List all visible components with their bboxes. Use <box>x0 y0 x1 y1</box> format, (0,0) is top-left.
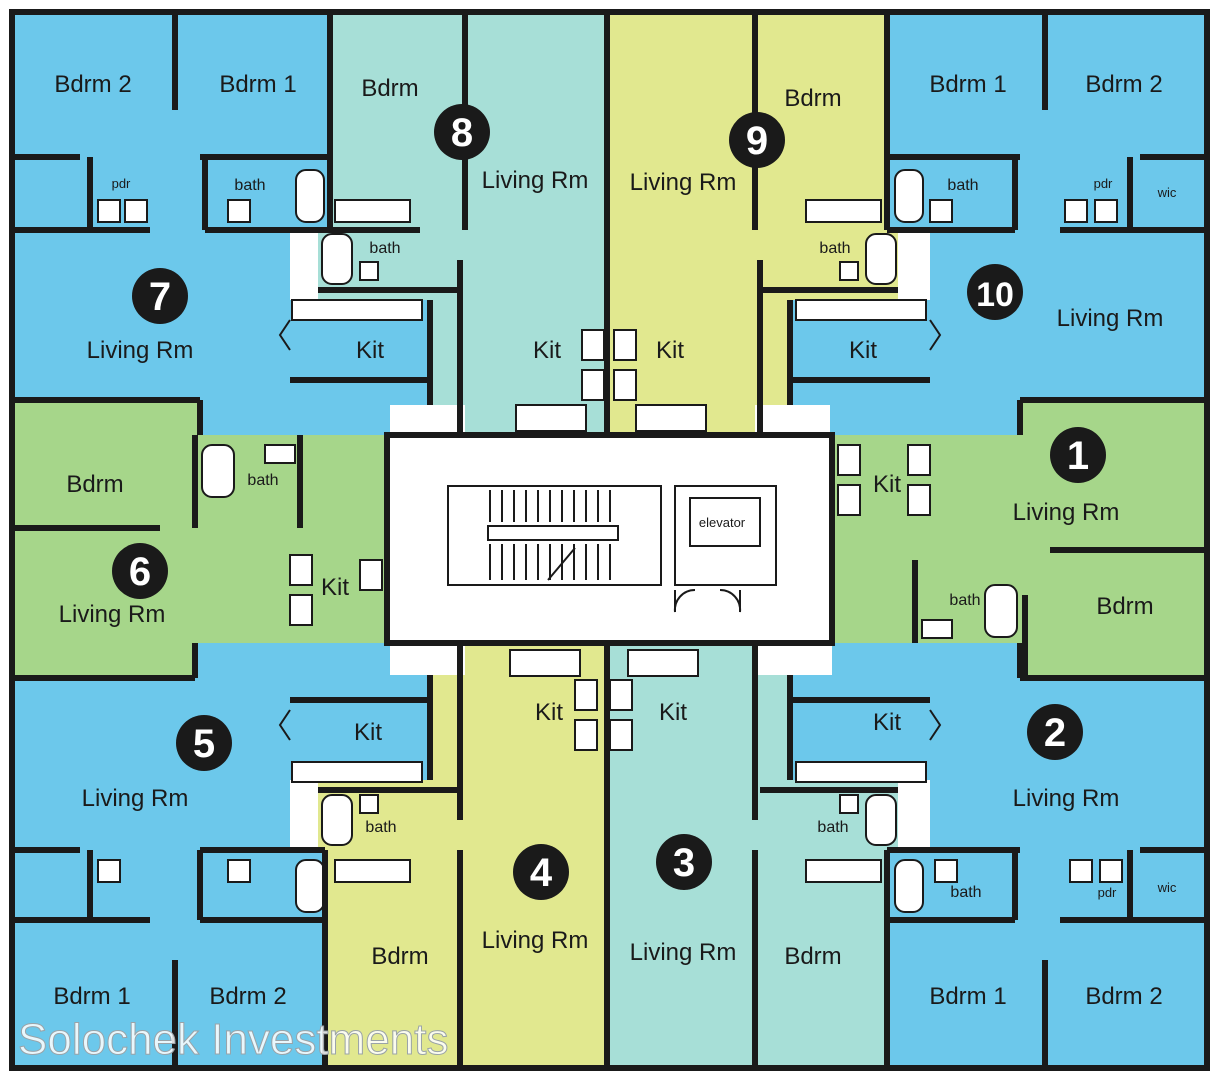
unit-2-kit-label: Kit <box>873 709 901 736</box>
unit-10-wic-label: wic <box>1157 185 1177 200</box>
unit-marker-9: 9 <box>729 112 785 168</box>
interior-walls <box>12 12 1207 1068</box>
unit-10-kit-label: Kit <box>849 337 877 364</box>
unit-2-bdrm-1-label: Bdrm 1 <box>929 983 1006 1010</box>
unit-2-bath-label: bath <box>950 884 981 901</box>
unit-7-area <box>12 12 430 435</box>
unit-7-living-label: Living Rm <box>87 337 194 364</box>
unit-markers: 7 8 9 10 1 6 5 2 <box>112 104 1106 900</box>
unit-1 <box>832 400 1207 678</box>
unit-6-area <box>12 400 387 678</box>
unit-6-kit-label: Kit <box>321 574 349 601</box>
unit-10-bdrm-2-label: Bdrm 2 <box>1085 71 1162 98</box>
unit-9-bdrm-label: Bdrm <box>784 85 841 112</box>
unit-4-kit-label: Kit <box>535 699 563 726</box>
svg-text:5: 5 <box>193 722 215 766</box>
elevator-label: elevator <box>699 515 746 530</box>
unit-3-living-label: Living Rm <box>630 939 737 966</box>
unit-6 <box>12 400 387 678</box>
stairwell <box>447 485 662 586</box>
unit-5-bdrm-1-label: Bdrm 1 <box>53 983 130 1010</box>
unit-2-area <box>790 643 1207 1068</box>
unit-7-bath-label: bath <box>234 177 265 194</box>
unit-marker-2: 2 <box>1027 704 1083 760</box>
unit-3-bdrm-label: Bdrm <box>784 943 841 970</box>
unit-10-area <box>790 12 1207 435</box>
unit-1-area <box>832 400 1207 678</box>
unit-marker-5: 5 <box>176 715 232 771</box>
svg-text:10: 10 <box>976 276 1014 314</box>
unit-marker-10: 10 <box>967 264 1023 320</box>
svg-text:9: 9 <box>746 119 768 163</box>
unit-6-living-label: Living Rm <box>59 601 166 628</box>
svg-text:8: 8 <box>451 111 473 155</box>
elevator-shaft <box>674 485 777 586</box>
watermark: Solochek Investments <box>18 1015 448 1064</box>
unit-7-bdrm-2-label: Bdrm 2 <box>54 71 131 98</box>
unit-10 <box>790 12 1207 435</box>
unit-4-living-label: Living Rm <box>482 927 589 954</box>
unit-1-bath-label: bath <box>949 592 980 609</box>
unit-7-kit-label: Kit <box>356 337 384 364</box>
unit-10-living-label: Living Rm <box>1057 305 1164 332</box>
unit-marker-4: 4 <box>513 844 569 900</box>
unit-6-bath-label: bath <box>247 472 278 489</box>
unit-7-bdrm-1-label: Bdrm 1 <box>219 71 296 98</box>
building-core: elevator <box>387 435 832 643</box>
svg-text:7: 7 <box>149 275 171 319</box>
unit-4-bdrm-label: Bdrm <box>371 943 428 970</box>
svg-text:2: 2 <box>1044 711 1066 755</box>
unit-marker-7: 7 <box>132 268 188 324</box>
unit-7 <box>12 12 430 435</box>
unit-2-pdr-label: pdr <box>1098 885 1117 900</box>
unit-10-bdrm-1-label: Bdrm 1 <box>929 71 1006 98</box>
unit-5-kit-label: Kit <box>354 719 382 746</box>
unit-8-kit-label: Kit <box>533 337 561 364</box>
unit-marker-6: 6 <box>112 543 168 599</box>
unit-9-living-label: Living Rm <box>630 169 737 196</box>
unit-marker-3: 3 <box>656 834 712 890</box>
stair-treads <box>487 490 619 581</box>
main-walls <box>9 9 1210 1071</box>
unit-5-bath-label: bath <box>365 819 396 836</box>
unit-5-living-label: Living Rm <box>82 785 189 812</box>
unit-10-pdr-label: pdr <box>1094 176 1113 191</box>
unit-9-kit-label: Kit <box>656 337 684 364</box>
unit-8-bath-label: bath <box>369 240 400 257</box>
unit-3-kit-label: Kit <box>659 699 687 726</box>
unit-9-bath-label: bath <box>819 240 850 257</box>
unit-7-pdr-label: pdr <box>112 176 131 191</box>
unit-5-area <box>12 643 430 1068</box>
unit-2 <box>790 643 1207 1068</box>
svg-text:6: 6 <box>129 550 151 594</box>
unit-8-living-label: Living Rm <box>482 167 589 194</box>
unit-marker-8: 8 <box>434 104 490 160</box>
unit-1-kit-label: Kit <box>873 471 901 498</box>
unit-8-bdrm-label: Bdrm <box>361 75 418 102</box>
unit-2-wic-label: wic <box>1157 880 1177 895</box>
room-labels: Bdrm 2 Bdrm 1 pdr bath Living Rm Kit Bdr… <box>53 71 1177 1010</box>
unit-1-living-label: Living Rm <box>1013 499 1120 526</box>
unit-6-bdrm-label: Bdrm <box>66 471 123 498</box>
unit-marker-1: 1 <box>1050 427 1106 483</box>
unit-5 <box>12 643 430 1068</box>
svg-text:4: 4 <box>530 851 553 895</box>
svg-text:1: 1 <box>1067 434 1089 478</box>
unit-3-bath-label: bath <box>817 819 848 836</box>
unit-2-bdrm-2-label: Bdrm 2 <box>1085 983 1162 1010</box>
unit-5-bdrm-2-label: Bdrm 2 <box>209 983 286 1010</box>
unit-2-living-label: Living Rm <box>1013 785 1120 812</box>
svg-text:3: 3 <box>673 841 695 885</box>
unit-1-bdrm-label: Bdrm <box>1096 593 1153 620</box>
unit-10-bath-label: bath <box>947 177 978 194</box>
